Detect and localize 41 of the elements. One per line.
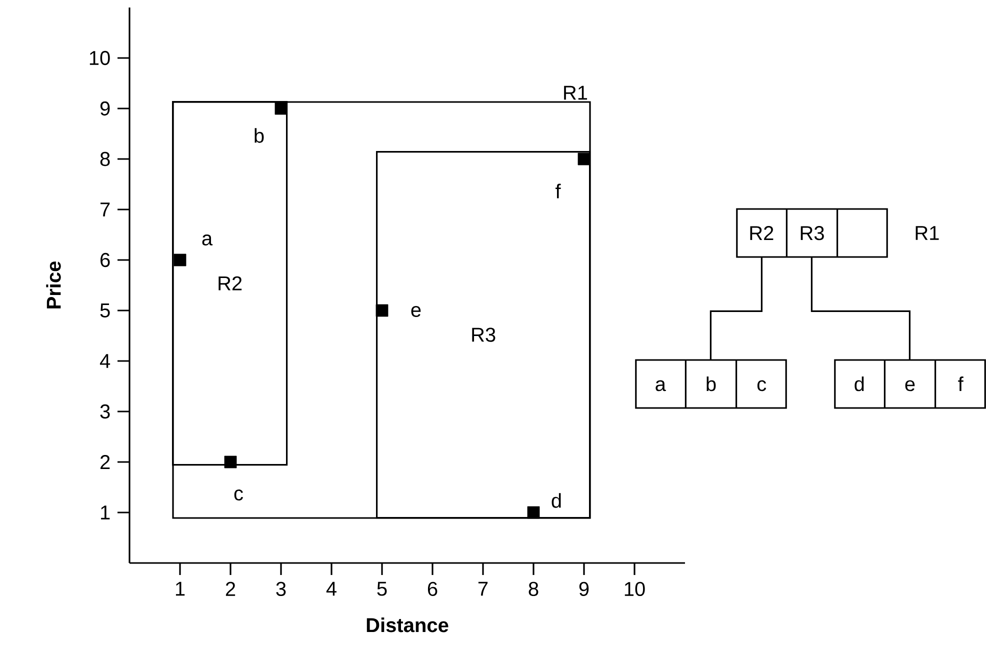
x-tick-label: 7 (478, 582, 488, 596)
x-tick-label: 2 (226, 582, 236, 596)
y-tick-label: 1 (101, 506, 110, 520)
connector (710, 257, 762, 360)
y-tick-label: 7 (100, 202, 110, 216)
point-label: d (552, 493, 561, 508)
point (527, 506, 540, 519)
point-label: a (202, 234, 213, 246)
y-axis-title: Price (46, 261, 61, 308)
x-tick-label: 1 (176, 582, 185, 596)
y-tick-label: 8 (100, 152, 110, 166)
x-tick-label: 8 (528, 582, 538, 596)
point-label: b (254, 128, 264, 143)
point-label: e (411, 306, 421, 317)
point (274, 102, 288, 115)
tree-node: d e f (834, 359, 986, 409)
x-tick-label: 5 (377, 582, 387, 596)
x-tick-label: 10 (624, 582, 645, 596)
x-tick-label: 6 (428, 582, 438, 596)
point (224, 456, 237, 468)
point (376, 304, 388, 317)
x-tick-label: 9 (579, 582, 589, 596)
tree-node: a b c (635, 359, 787, 409)
y-tick-label: 9 (100, 101, 110, 116)
tree-node: R2 R3 R1 (736, 208, 939, 258)
x-tick-label: 4 (326, 582, 336, 596)
y-tick-label: 5 (100, 304, 110, 318)
point (174, 254, 186, 266)
y-tick-label: 3 (100, 404, 110, 419)
node-label: R1 (916, 226, 939, 240)
connector (810, 257, 910, 360)
y-tick-label: 6 (100, 252, 110, 268)
node-label: R1 (564, 86, 588, 100)
y-tick-label: 4 (100, 354, 110, 368)
x-tick-label: 3 (276, 582, 286, 596)
point-label: f (556, 184, 561, 198)
y-tick-label: 2 (100, 455, 110, 469)
point-label: c (234, 490, 243, 500)
x-axis-title: Distance (366, 618, 448, 632)
y-tick-label: 10 (90, 50, 110, 66)
point (578, 152, 590, 166)
